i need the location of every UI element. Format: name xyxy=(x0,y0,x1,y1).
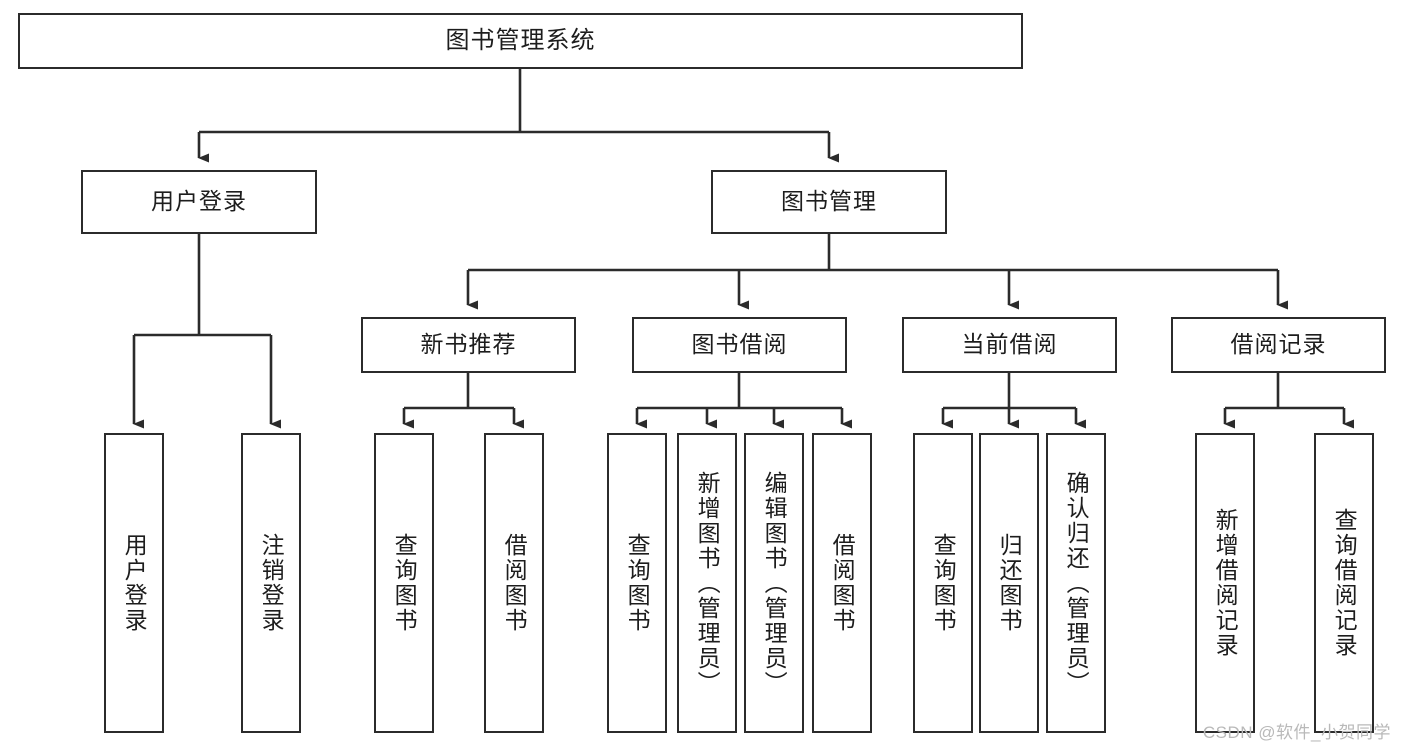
leaf-logout-login[interactable]: 注销登录 xyxy=(241,433,301,733)
leaf-borrow-book-1-label: 借阅图书 xyxy=(501,533,528,633)
node-user-login-label: 用户登录 xyxy=(151,188,247,215)
leaf-add-record[interactable]: 新增借阅记录 xyxy=(1195,433,1255,733)
leaf-query-book-2-label: 查询图书 xyxy=(624,533,651,633)
node-root[interactable]: 图书管理系统 xyxy=(18,13,1023,69)
leaf-add-book[interactable]: 新增图书（管理员） xyxy=(677,433,737,733)
node-user-login[interactable]: 用户登录 xyxy=(81,170,317,234)
node-current-borrow-label: 当前借阅 xyxy=(961,331,1058,358)
leaf-return-book[interactable]: 归还图书 xyxy=(979,433,1039,733)
leaf-confirm-return[interactable]: 确认归还（管理员） xyxy=(1046,433,1106,733)
node-book-borrow-label: 图书借阅 xyxy=(691,331,788,358)
leaf-return-book-label: 归还图书 xyxy=(996,533,1023,633)
node-book-manage-label: 图书管理 xyxy=(781,188,877,215)
leaf-edit-book-label: 编辑图书（管理员） xyxy=(761,470,788,696)
leaf-user-login-label: 用户登录 xyxy=(121,533,148,633)
leaf-borrow-book-2-label: 借阅图书 xyxy=(829,533,856,633)
node-current-borrow[interactable]: 当前借阅 xyxy=(902,317,1117,373)
leaf-query-book-1[interactable]: 查询图书 xyxy=(374,433,434,733)
leaf-query-record[interactable]: 查询借阅记录 xyxy=(1314,433,1374,733)
node-root-label: 图书管理系统 xyxy=(445,26,596,54)
leaf-query-record-label: 查询借阅记录 xyxy=(1331,508,1358,658)
leaf-query-book-3[interactable]: 查询图书 xyxy=(913,433,973,733)
leaf-logout-login-label: 注销登录 xyxy=(258,533,285,633)
leaf-borrow-book-1[interactable]: 借阅图书 xyxy=(484,433,544,733)
node-new-book-rec-label: 新书推荐 xyxy=(420,331,517,358)
leaf-add-book-label: 新增图书（管理员） xyxy=(694,470,721,696)
leaf-user-login[interactable]: 用户登录 xyxy=(104,433,164,733)
node-new-book-rec[interactable]: 新书推荐 xyxy=(361,317,576,373)
node-book-manage[interactable]: 图书管理 xyxy=(711,170,947,234)
leaf-query-book-1-label: 查询图书 xyxy=(391,533,418,633)
leaf-query-book-2[interactable]: 查询图书 xyxy=(607,433,667,733)
leaf-borrow-book-2[interactable]: 借阅图书 xyxy=(812,433,872,733)
leaf-add-record-label: 新增借阅记录 xyxy=(1212,508,1239,658)
leaf-edit-book[interactable]: 编辑图书（管理员） xyxy=(744,433,804,733)
watermark: CSDN @软件_小贺同学 xyxy=(1202,723,1391,742)
node-borrow-record[interactable]: 借阅记录 xyxy=(1171,317,1386,373)
node-book-borrow[interactable]: 图书借阅 xyxy=(632,317,847,373)
leaf-query-book-3-label: 查询图书 xyxy=(930,533,957,633)
node-borrow-record-label: 借阅记录 xyxy=(1230,331,1327,358)
leaf-confirm-return-label: 确认归还（管理员） xyxy=(1063,470,1090,696)
